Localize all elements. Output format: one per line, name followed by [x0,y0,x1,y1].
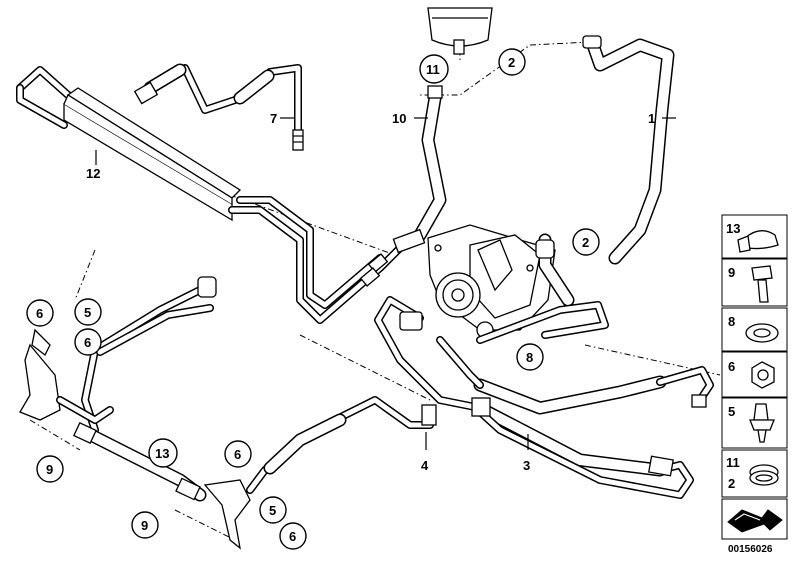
legend-num-5: 5 [728,404,735,419]
callout-12: 12 [86,166,100,181]
legend-num-6: 6 [728,359,735,374]
callout-2-right: 2 [582,235,589,250]
callout-6-c: 6 [234,447,241,462]
clip-icon [749,403,775,443]
callout-labels: 1 2 11 10 7 12 2 8 6 5 6 9 13 [26,48,676,550]
hex-nut-icon [751,361,775,389]
legend-num-11: 11 [726,455,740,470]
callout-11: 11 [426,62,440,77]
callout-8: 8 [526,350,533,365]
callout-4: 4 [421,458,429,473]
callout-6-b: 6 [84,335,91,350]
oil-cooler [16,66,404,324]
callout-10: 10 [392,111,406,126]
callout-1: 1 [648,111,655,126]
spring-clamp-icon [749,464,779,486]
return-hose-right [436,336,714,415]
document-number: 00156026 [728,544,773,555]
legend-num-2: 2 [728,476,735,491]
suction-hose [392,85,447,254]
power-steering-pump [427,224,556,339]
sealing-ring-icon [745,323,779,343]
legend-panel: 13 9 8 6 5 [721,214,788,540]
reservoir-container [427,7,493,55]
bolt-icon [751,265,773,303]
callout-7: 7 [270,111,277,126]
pressure-hose [374,296,694,499]
legend-num-13: 13 [726,221,740,236]
return-line-lower [246,396,437,494]
return-line-upper [133,63,304,151]
callout-9-b: 9 [141,518,148,533]
arrow-icon [727,509,783,533]
callout-9-a: 9 [46,462,53,477]
callout-5-b: 5 [269,503,276,518]
legend-row-9 [721,258,788,307]
callout-13: 13 [155,446,169,461]
callout-6-d: 6 [289,529,296,544]
hose-clamp-icon [737,230,779,253]
legend-num-8: 8 [728,314,735,329]
callout-2-top: 2 [508,55,515,70]
callout-5-a: 5 [84,305,91,320]
nut-fitting-right [476,233,609,344]
left-bracket-assembly [19,276,251,550]
reservoir-hose [582,35,675,265]
legend-num-9: 9 [728,265,735,280]
callout-3: 3 [523,458,530,473]
callout-6-a: 6 [36,306,43,321]
